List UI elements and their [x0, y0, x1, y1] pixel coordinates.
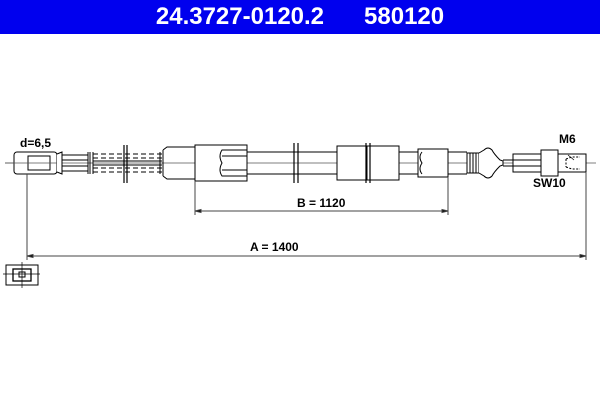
- dimension-a-label: A = 1400: [250, 240, 299, 254]
- wrench-size-label: SW10: [533, 176, 566, 190]
- end-view-icon: [3, 262, 40, 288]
- cable-eye-end-icon: [5, 151, 88, 175]
- sleeve-section: [87, 145, 196, 183]
- part-number: 24.3727-0120.2: [155, 3, 325, 30]
- reference-number: 580120: [364, 3, 445, 30]
- threaded-end-icon: [512, 149, 587, 177]
- dimension-b-label: B = 1120: [297, 196, 346, 210]
- middle-sleeve: [336, 143, 418, 183]
- title-bar: 24.3727-0120.2 580120: [0, 0, 600, 34]
- rubber-boot: [466, 147, 513, 179]
- right-nut: [417, 148, 467, 178]
- dimension-a-line: [26, 172, 587, 260]
- diameter-label: d=6,5: [20, 136, 52, 150]
- thread-label: M6: [559, 132, 576, 146]
- dimension-b-line: [194, 177, 449, 215]
- ferrule: [194, 144, 248, 182]
